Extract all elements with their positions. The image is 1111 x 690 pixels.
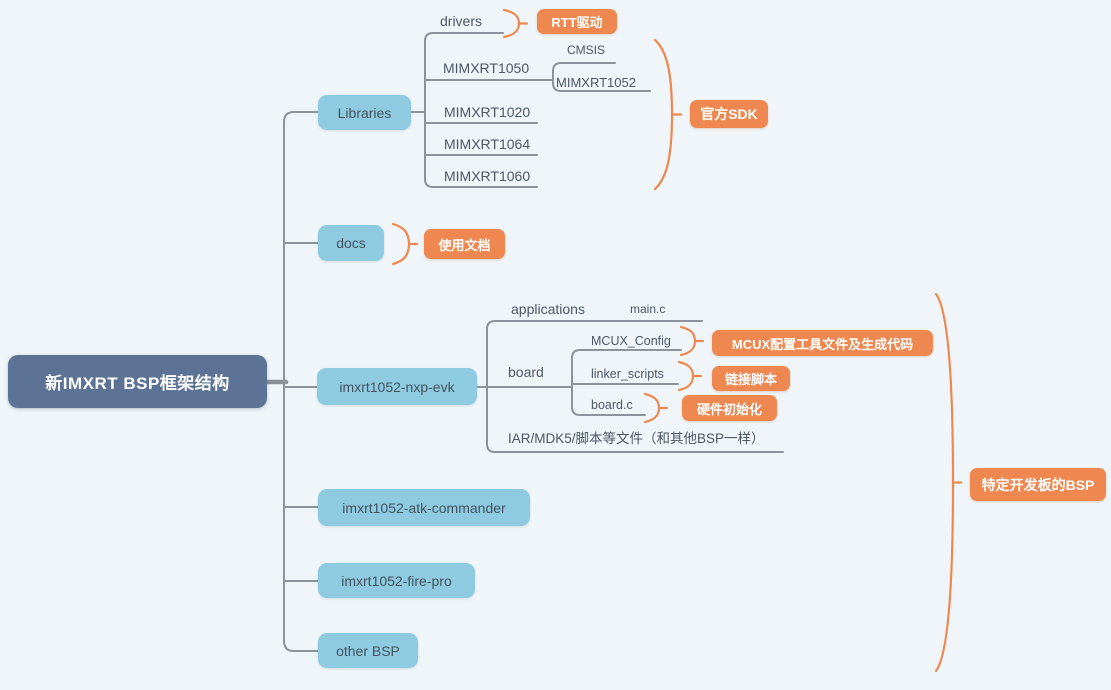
topic-imxrt1052-atk-commander[interactable]: imxrt1052-atk-commander xyxy=(318,489,530,526)
topic-libraries[interactable]: Libraries xyxy=(318,95,411,130)
topic-imxrt1052-fire-pro[interactable]: imxrt1052-fire-pro xyxy=(318,563,475,598)
topic-drivers[interactable]: drivers xyxy=(440,13,483,29)
docs-summary-brace xyxy=(391,222,419,266)
summary-linker-script-note[interactable]: 链接脚本 xyxy=(712,366,790,391)
summary-official-sdk[interactable]: 官方SDK xyxy=(690,100,768,128)
topic-cmsis[interactable]: CMSIS xyxy=(567,43,606,57)
sdk-summary-brace xyxy=(653,38,683,191)
topic-linker-scripts[interactable]: linker_scripts xyxy=(591,367,664,381)
root-topic[interactable]: 新IMXRT BSP框架结构 xyxy=(8,355,267,408)
trunk-branches xyxy=(283,32,784,652)
linker-summary-brace xyxy=(677,360,703,392)
topic-other-bsp[interactable]: other BSP xyxy=(318,633,418,668)
topic-mcux-config[interactable]: MCUX_Config xyxy=(591,334,671,348)
topic-imxrt1052-nxp-evk[interactable]: imxrt1052-nxp-evk xyxy=(317,368,477,405)
topic-applications[interactable]: applications xyxy=(511,301,585,317)
summary-usage-doc[interactable]: 使用文档 xyxy=(424,229,505,259)
drivers-summary-brace xyxy=(502,8,529,39)
summary-board-specific-bsp[interactable]: 特定开发板的BSP xyxy=(970,468,1106,501)
topic-mimxrt1052[interactable]: MIMXRT1052 xyxy=(556,75,636,90)
topic-mimxrt1020[interactable]: MIMXRT1020 xyxy=(444,104,531,120)
topic-board-c[interactable]: board.c xyxy=(591,398,633,412)
summary-rtt-driver[interactable]: RTT驱动 xyxy=(537,9,617,34)
boardc-summary-brace xyxy=(643,392,669,424)
topic-iar-mdk5-files[interactable]: IAR/MDK5/脚本等文件（和其他BSP一样） xyxy=(508,431,765,446)
topic-board[interactable]: board xyxy=(508,364,544,380)
summary-braces xyxy=(391,8,963,673)
topic-mimxrt1050[interactable]: MIMXRT1050 xyxy=(443,60,530,76)
topic-mimxrt1060[interactable]: MIMXRT1060 xyxy=(444,168,531,184)
topic-docs[interactable]: docs xyxy=(318,225,384,261)
summary-mcux-config-note[interactable]: MCUX配置工具文件及生成代码 xyxy=(712,330,933,356)
topic-mimxrt1064[interactable]: MIMXRT1064 xyxy=(444,136,531,152)
topic-main-c[interactable]: main.c xyxy=(630,302,666,316)
bsp-summary-brace xyxy=(934,292,963,673)
summary-hw-init-note[interactable]: 硬件初始化 xyxy=(682,395,777,421)
mcux-summary-brace xyxy=(679,325,705,357)
